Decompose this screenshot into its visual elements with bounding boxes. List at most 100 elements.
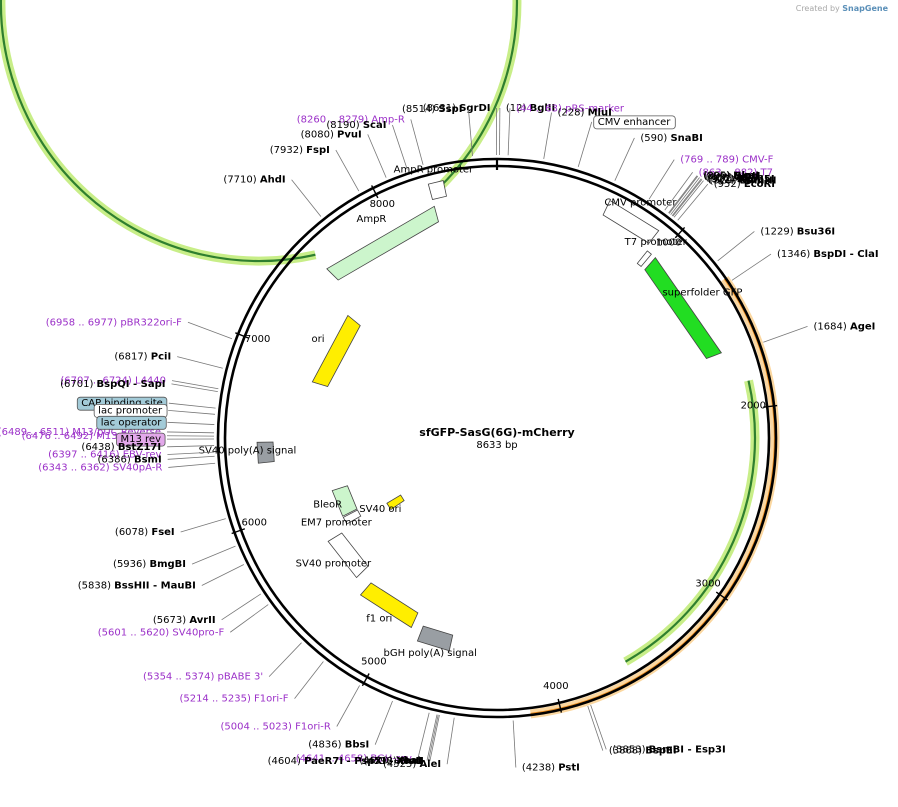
feature-ori[interactable]: ori (312, 314, 361, 388)
feature-cmv-promoter[interactable]: CMV promoter (602, 198, 677, 244)
label-kpni[interactable]: (921) KpnI (672, 174, 764, 217)
tick-label-8000: 8000 (370, 199, 395, 210)
label-bstz17i[interactable]: (6438) BstZ17I (81, 442, 215, 453)
label-t7[interactable]: (863 .. 882) T7 (664, 167, 773, 211)
label-pbr322ori-f[interactable]: (6958 .. 6977) pBR322ori-F (46, 317, 233, 340)
label-fsei[interactable]: (6078) FseI (115, 518, 226, 538)
label-text: (5004 .. 5023) F1ori-R (220, 722, 330, 733)
feature-shape (326, 205, 439, 281)
label-ebv-rev[interactable]: (6397 .. 6416) EBV-rev (48, 450, 215, 461)
label-prs-marker[interactable]: (44 .. 63) pRS-marker (507, 103, 625, 156)
label-bsmi[interactable]: (6386) BsmI (98, 454, 215, 465)
tick-label-2000: 2000 (741, 400, 766, 411)
label-l4440[interactable]: (6707 .. 6724) L4440 (60, 376, 219, 390)
label-leader (187, 321, 233, 340)
label-ecori[interactable]: (952) EcoRI (677, 179, 775, 221)
feature-label: bGH poly(A) signal (384, 648, 477, 659)
label-leader (731, 253, 772, 281)
label-mlui[interactable]: (228) MluI (543, 108, 612, 159)
label-avrii[interactable]: (5673) AvrII (153, 593, 262, 626)
label-scai[interactable]: (8190) ScaI (326, 120, 408, 170)
label-text: (1229) Bsu36I (760, 226, 835, 237)
label-text: (895) NheI (703, 171, 759, 182)
label-sgrdi[interactable]: (8631) SgrDI (423, 103, 497, 156)
feature-sv40-ori[interactable]: SV40 ori (359, 494, 405, 515)
label-text: (8260 .. 8279) Amp-R (297, 114, 405, 125)
feature-superfolder-gfp[interactable]: superfolder GFP (644, 257, 743, 360)
label-leader (168, 409, 216, 415)
label-ahdi[interactable]: (7710) AhdI (223, 175, 322, 217)
label-f1ori-f[interactable]: (5214 .. 5235) F1ori-F (179, 661, 324, 705)
label-bglii[interactable]: (12) BglII (499, 103, 555, 156)
label-pbabe-3[interactable]: (5354 .. 5374) pBABE 3' (143, 642, 302, 683)
label-leader (291, 179, 322, 217)
label-agei[interactable]: (1684) AgeI (763, 321, 875, 343)
label-nhei[interactable]: (895) NheI (668, 171, 760, 214)
label-acc65i[interactable]: (917) Acc65I (671, 174, 775, 216)
feature-bgh-poly-a-signal[interactable]: bGH poly(A) signal (384, 625, 477, 659)
tick-8000 (371, 185, 379, 199)
label-text: (7932) FspI (270, 145, 330, 156)
label-bsu36i[interactable]: (1229) Bsu36I (717, 226, 835, 262)
label-leader (336, 685, 360, 727)
label-bspdi[interactable]: (1346) BspDI - ClaI (731, 249, 879, 281)
feature-ampr-promoter[interactable]: AmpR promoter (394, 165, 474, 201)
label-bspei[interactable]: (3868) BspEI (587, 705, 677, 757)
label-m13-puc-reverse[interactable]: (6489 .. 6511) M13/pUC Reverse (0, 427, 215, 438)
label-fspi[interactable]: (7932) FspI (270, 145, 360, 192)
label-leader (426, 714, 438, 761)
label-bamhi[interactable]: (929) BamHI (673, 176, 776, 218)
feature-sv40-promoter[interactable]: SV40 promoter (296, 532, 372, 579)
feature-em7-promoter[interactable]: EM7 promoter (301, 509, 373, 528)
tick-5000 (361, 673, 370, 687)
label-leader (512, 720, 517, 768)
label-text: (4525) AleI (383, 759, 441, 770)
label-aflii[interactable]: (908) AflII (670, 172, 759, 215)
label-snabi[interactable]: (590) SnaBI (614, 133, 703, 181)
label-paer7i[interactable]: (4604) PaeR7I - PspXI - XhoI (268, 714, 439, 767)
arc-0 (0, 0, 519, 263)
label-leader (468, 109, 473, 157)
feature-f1-ori[interactable]: f1 ori (359, 582, 419, 629)
label-m13-rev[interactable]: M13 rev (116, 432, 215, 447)
label-leader (614, 137, 635, 181)
label-sv40pa-r[interactable]: (6343 .. 6362) SV40pA-R (38, 462, 216, 473)
feature-t7-promoter[interactable]: T7 promoter (624, 237, 688, 268)
label-text: (952) EcoRI (714, 179, 775, 190)
label-amp-r[interactable]: (8260 .. 8279) Amp-R (297, 114, 424, 165)
label-psti[interactable]: (4238) PstI (512, 720, 580, 774)
label-alei[interactable]: (4525) AleI (383, 717, 455, 770)
label-text: (8631) SgrDI (423, 103, 491, 114)
label-cmv-enhancer[interactable]: CMV enhancer (577, 115, 676, 168)
feature-label: AmpR (356, 214, 386, 225)
label-leader (168, 462, 216, 468)
label-cmv-f[interactable]: (769 .. 789) CMV-F (648, 155, 774, 200)
label-pvui[interactable]: (8080) PvuI (301, 129, 387, 178)
label-sspi[interactable]: (8514) SspI (402, 104, 473, 157)
label-bbsi[interactable]: (4836) BbsI (308, 700, 393, 751)
label-bspqi[interactable]: (6701) BspQI - SapI (60, 379, 218, 393)
label-sv40pro-f[interactable]: (5601 .. 5620) SV40pro-F (98, 604, 269, 639)
label-bmgbi[interactable]: (5936) BmgBI (113, 545, 236, 570)
label-noti[interactable]: (4598) NotI (364, 714, 440, 767)
label-leader (191, 545, 236, 565)
label-bsmbi[interactable]: (3853) BsmBI - Esp3I (590, 704, 726, 755)
label-bsshii[interactable]: (5838) BssHII - MauBI (78, 564, 245, 592)
feature-label: EM7 promoter (301, 517, 373, 528)
feature-sv40-poly-a-signal[interactable]: SV40 poly(A) signal (199, 441, 297, 464)
label-bgh-rev[interactable]: (4641 .. 4658) BGH-rev (296, 712, 430, 765)
arc-1 (624, 380, 757, 663)
feature-shape (256, 441, 275, 464)
label-leader (429, 714, 440, 762)
label-xbai[interactable]: (4610) XbaI (359, 714, 438, 767)
label-f1ori-r[interactable]: (5004 .. 5023) F1ori-R (220, 685, 360, 733)
label-lac-operator[interactable]: lac operator (96, 415, 215, 430)
backbone (216, 157, 778, 719)
label-pcii[interactable]: (6817) PciI (114, 352, 223, 369)
credit: Created by SnapGene (796, 4, 888, 13)
label-bmti[interactable]: (899) BmtI (668, 171, 760, 214)
label-text: (6817) PciI (114, 352, 171, 363)
feature-ampr[interactable]: AmpR (326, 205, 439, 281)
feature-bleor[interactable]: BleoR (313, 485, 358, 517)
